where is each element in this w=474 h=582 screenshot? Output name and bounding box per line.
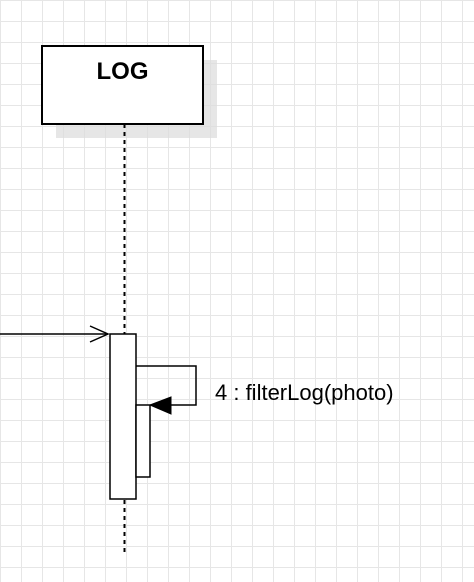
self-message-arrowhead xyxy=(148,396,172,415)
lifeline-header[interactable]: LOG xyxy=(41,45,204,125)
self-message-label: 4 : filterLog(photo) xyxy=(215,380,394,405)
activation-bar[interactable] xyxy=(109,333,137,500)
lifeline-title: LOG xyxy=(97,58,149,85)
lifeline-header-box xyxy=(41,45,204,125)
incoming-message[interactable] xyxy=(0,325,110,343)
self-message[interactable]: 4 : filterLog(photo) xyxy=(136,365,394,415)
nested-activation-bar[interactable] xyxy=(135,404,151,478)
self-message-line xyxy=(136,365,197,406)
incoming-message-arrowhead xyxy=(89,325,110,343)
